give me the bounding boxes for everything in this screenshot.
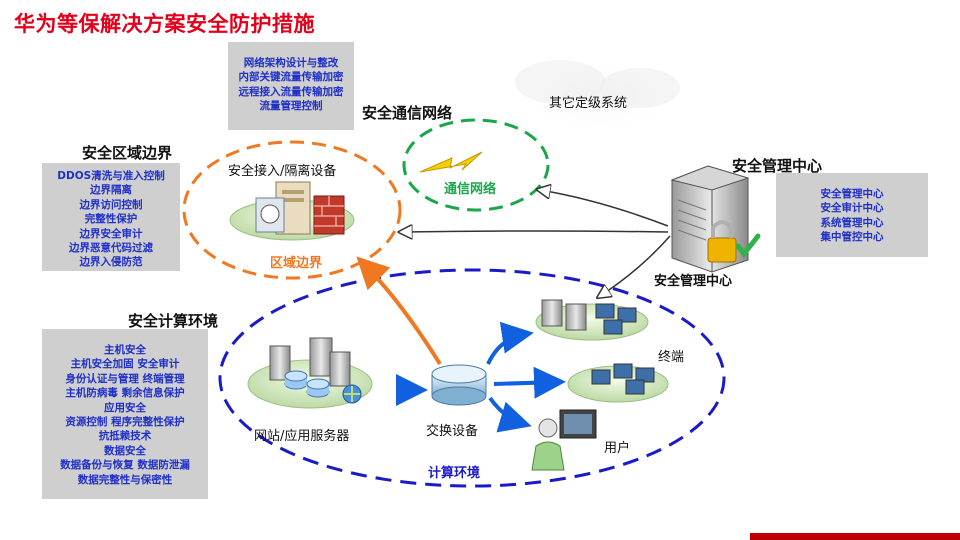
mgmt-functions-box: 安全管理中心安全审计中心系统管理中心集中管控中心: [776, 173, 928, 257]
compute-measure-item: 应用安全: [104, 401, 146, 414]
mgmt-function-item: 安全管理中心: [820, 188, 884, 200]
boundary-measure-item: 完整性保护: [84, 213, 138, 226]
server-cluster-icon: [247, 337, 373, 409]
page-title: 华为等保解决方案安全防护措施: [14, 12, 315, 36]
compute-measure-item: 主机防病毒 剩余信息保护: [65, 387, 185, 400]
mgmt-server-label: 安全管理中心: [654, 274, 733, 289]
compute-measures-box: 主机安全主机安全加固 安全审计身份认证与管理 终端管理主机防病毒 剩余信息保护应…: [42, 329, 208, 499]
compute-measure-item: 数据安全: [104, 444, 146, 457]
compute-measure-item: 资源控制 程序完整性保护: [65, 416, 185, 429]
mgmt-function-item: 系统管理中心: [820, 216, 884, 229]
boundary-measure-item: DDOS清洗与准入控制: [57, 170, 165, 182]
lightning-icon: [419, 151, 483, 173]
user-label: 用户: [604, 441, 631, 456]
terminal-group-icon: [567, 363, 669, 403]
switch-to-terminals-arrow: [486, 321, 534, 365]
boundary-zone-label: 区域边界: [270, 256, 323, 271]
boundary-measure-item: 边界入侵防范: [79, 256, 143, 269]
compute-measure-item: 身份认证与管理 终端管理: [65, 372, 185, 385]
comm-measure-item: 流量管理控制: [259, 100, 323, 113]
compute-zone-label: 计算环境: [428, 466, 481, 481]
boundary-zone-ellipse: [182, 140, 402, 280]
boundary-measure-item: 边界访问控制: [79, 198, 143, 211]
compute-measure-item: 数据备份与恢复 数据防泄漏: [60, 459, 190, 472]
mgmt-to-compute-arrow: [600, 235, 671, 296]
compute-measure-item: 抗抵赖技术: [98, 430, 152, 443]
boundary-device-label: 安全接入/隔离设备: [228, 164, 337, 179]
comm-heading: 安全通信网络: [362, 104, 453, 122]
compute-heading: 安全计算环境: [128, 312, 219, 330]
compute-zone-ellipse: [218, 268, 726, 488]
switch-label: 交换设备: [426, 424, 479, 439]
footer-accent-bar: [750, 533, 960, 540]
boundary-measure-item: 边界恶意代码过滤: [69, 242, 153, 255]
comm-zone-label: 通信网络: [444, 182, 497, 197]
compute-measure-item: 数据完整性与保密性: [77, 473, 173, 486]
server-label: 网站/应用服务器: [254, 429, 350, 444]
user-icon: [531, 409, 597, 471]
cloud-icon: [515, 57, 685, 133]
comm-zone-ellipse: [402, 118, 550, 212]
switch-to-user-arrow: [488, 396, 532, 433]
mgmt-to-boundary-arrow: [402, 231, 669, 232]
comm-measure-item: 内部关键流量传输加密: [238, 71, 344, 84]
mgmt-function-item: 集中管控中心: [820, 231, 884, 244]
compute-measure-item: 主机安全: [104, 344, 146, 356]
terminal-label: 终端: [658, 350, 685, 365]
comm-measures-box: 网络架构设计与整改内部关键流量传输加密远程接入流量传输加密流量管理控制: [228, 42, 354, 130]
comm-measure-item: 远程接入流量传输加密: [238, 85, 344, 98]
firewall-device-icon: [229, 181, 355, 241]
boundary-measure-item: 边界隔离: [90, 184, 132, 197]
management-server-icon: [670, 165, 761, 273]
mgmt-heading: 安全管理中心: [732, 157, 823, 175]
switch-to-terminals2-arrow: [493, 366, 566, 399]
compute-measure-item: 主机安全加固 安全审计: [70, 358, 180, 371]
other-systems-label: 其它定级系统: [549, 96, 628, 111]
boundary-measure-item: 边界安全审计: [79, 227, 143, 240]
mgmt-function-item: 安全审计中心: [820, 202, 884, 215]
switch-icon: [431, 364, 487, 406]
terminal-group-icon: [535, 299, 649, 341]
boundary-uplink-arrow: [356, 256, 442, 366]
boundary-heading: 安全区域边界: [82, 144, 173, 162]
comm-measure-item: 网络架构设计与整改: [243, 57, 339, 69]
boundary-measures-box: DDOS清洗与准入控制边界隔离边界访问控制完整性保护边界安全审计边界恶意代码过滤…: [42, 163, 180, 271]
mgmt-to-comm-arrow: [540, 190, 669, 227]
